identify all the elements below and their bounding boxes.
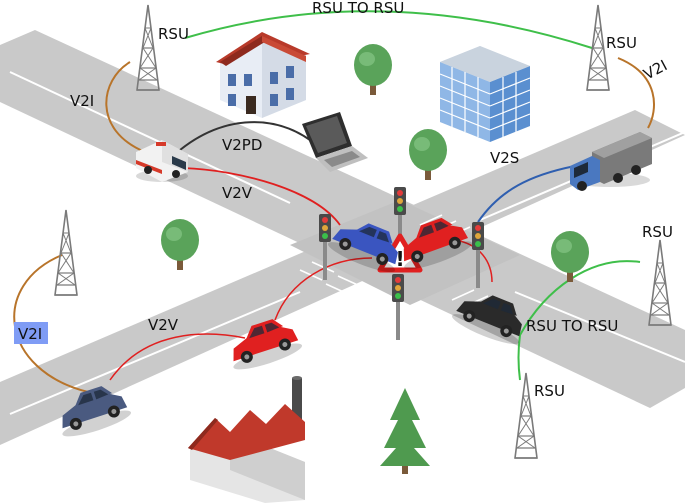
label-v2s: V2S — [490, 149, 519, 167]
ambulance-icon — [136, 140, 188, 182]
link-v2v-top — [182, 167, 341, 226]
warning-symbol: ! — [395, 247, 404, 271]
link-v2i-top-left — [105, 61, 146, 153]
label-v2i-left: V2I — [18, 325, 42, 343]
truck-icon — [570, 132, 652, 191]
rsu-tower-left — [54, 209, 78, 296]
link-v2s — [477, 165, 576, 223]
label-rsu-top-right: RSU — [606, 34, 637, 52]
house-icon — [216, 32, 310, 118]
link-v2v-bottom-1 — [109, 333, 246, 381]
label-rsu-bottom-right: RSU — [534, 382, 565, 400]
link-v2pd — [179, 121, 311, 151]
pine-tree-icon — [380, 388, 430, 474]
v2i-left-highlight — [14, 322, 48, 344]
tree-icon-2 — [409, 129, 447, 180]
label-rsu-right: RSU — [642, 223, 673, 241]
factory-icon — [188, 376, 305, 503]
link-v2v-right — [454, 239, 493, 283]
label-rsu-to-rsu-top: RSU TO RSU — [312, 0, 404, 17]
rsu-tower-right — [648, 239, 672, 326]
label-v2i-top-left: V2I — [70, 92, 94, 110]
label-v2i-top-right: V2I — [640, 56, 670, 83]
link-v2i-top-right — [617, 57, 656, 129]
rsu-tower-top-left — [136, 4, 160, 91]
label-rsu-top-left: RSU — [158, 25, 189, 43]
communication-links — [13, 10, 656, 393]
office-building-icon — [439, 46, 531, 142]
link-rsu-to-rsu-bottom-2 — [517, 334, 521, 381]
label-v2v-bottom: V2V — [148, 316, 179, 334]
tree-icon-1 — [354, 44, 392, 95]
label-rsu-to-rsu-bottom: RSU TO RSU — [526, 317, 618, 335]
traffic-light-icon-4 — [392, 274, 404, 340]
link-rsu-to-rsu-top — [184, 10, 593, 49]
label-v2v-top: V2V — [222, 184, 253, 202]
label-v2pd: V2PD — [222, 136, 262, 154]
laptop-icon — [302, 112, 368, 172]
tree-icon-3 — [161, 219, 199, 270]
